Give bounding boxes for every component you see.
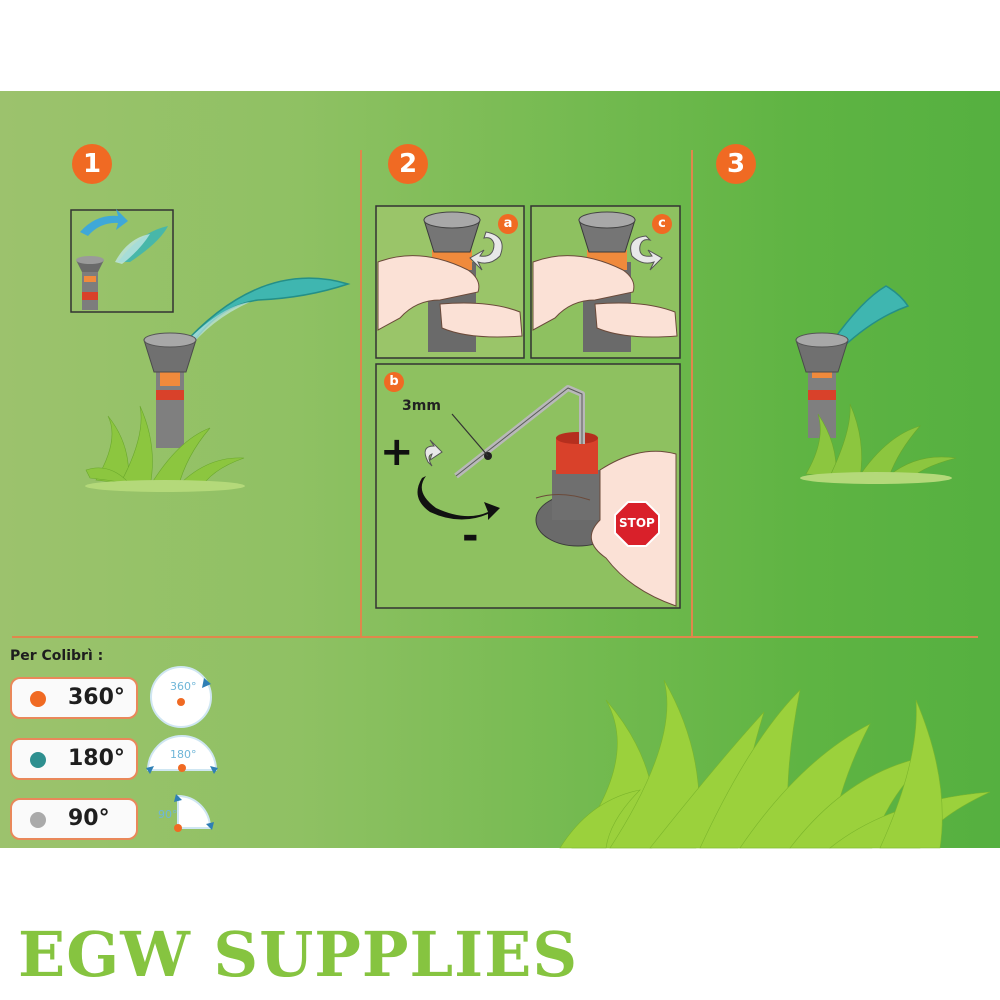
step3-grass bbox=[800, 403, 957, 484]
tool-size-label: 3mm bbox=[402, 398, 441, 414]
substep-b-label: b bbox=[384, 372, 404, 392]
teal-dot-icon bbox=[30, 752, 46, 768]
step-2-badge: 2 bbox=[388, 144, 428, 184]
legend-item-360: 360° bbox=[10, 677, 138, 719]
step-3-badge: 3 bbox=[716, 144, 756, 184]
step-1-badge: 1 bbox=[72, 144, 112, 184]
legend-angle-180: 180° bbox=[68, 746, 125, 771]
diagram-label-180: 180° bbox=[170, 748, 197, 761]
substep-a-label: a bbox=[498, 214, 518, 234]
gray-dot-icon bbox=[30, 812, 46, 828]
step1-sprinkler bbox=[143, 277, 351, 448]
legend-title: Per Colibrì : bbox=[10, 648, 104, 664]
legend-90-diagram bbox=[174, 794, 214, 832]
minus-sign: - bbox=[462, 513, 479, 559]
section-dividers bbox=[12, 150, 978, 638]
orange-dot-icon bbox=[30, 691, 46, 707]
step1-inset-box bbox=[70, 209, 174, 313]
legend-item-90: 90° bbox=[10, 798, 138, 840]
legend-angle-360: 360° bbox=[68, 685, 125, 710]
step3-sprinkler bbox=[795, 285, 910, 438]
substep-c-label: c bbox=[652, 214, 672, 234]
plus-sign: + bbox=[380, 429, 414, 475]
step2a-box bbox=[375, 205, 525, 359]
decorative-grass bbox=[559, 679, 991, 849]
brand-name: EGW SUPPLIES bbox=[18, 918, 579, 991]
legend-item-180: 180° bbox=[10, 738, 138, 780]
step1-grass bbox=[85, 405, 245, 492]
step2b-box bbox=[375, 363, 681, 609]
stop-sign-icon bbox=[614, 501, 660, 547]
legend-angle-90: 90° bbox=[68, 806, 110, 831]
diagram-label-360: 360° bbox=[170, 680, 197, 693]
diagram-label-90: 90° bbox=[158, 808, 178, 821]
stop-sign-text: STOP bbox=[619, 516, 655, 530]
legend-360-diagram bbox=[150, 666, 212, 728]
legend-180-diagram bbox=[146, 735, 218, 774]
